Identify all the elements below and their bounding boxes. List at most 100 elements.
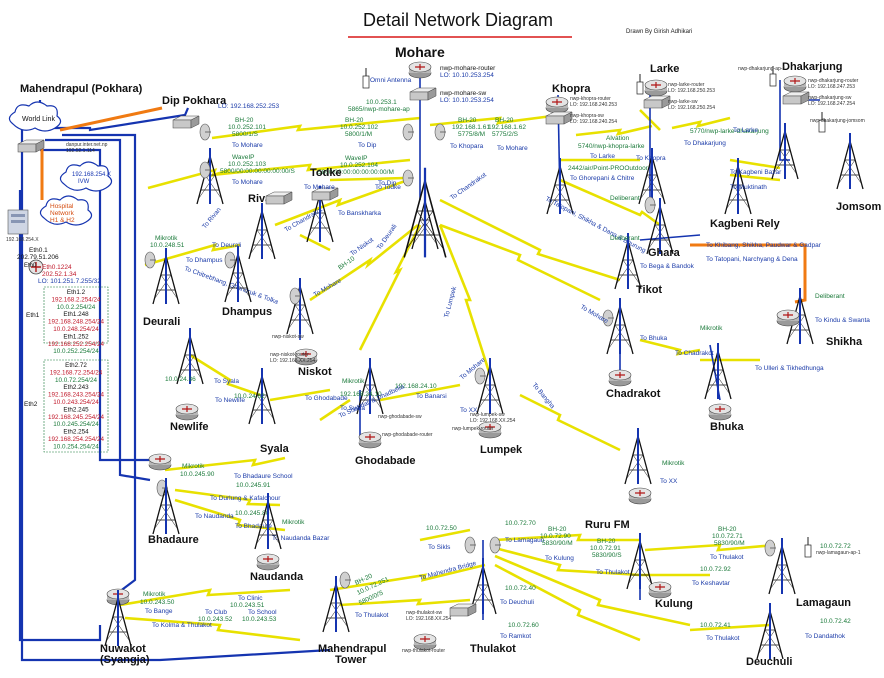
dhakarjung-router-lo: LO: 192.168.247.253 [808,84,855,90]
eth2-vlan-list: Eth2.72192.168.72.254/2410.0.72.254/24Et… [48,362,105,450]
eth0-vlan-ip: 202.52.1.34 [42,271,77,278]
eth2-list-line: 192.168.243.254/24 [48,392,105,399]
naudanda-router-icon[interactable] [256,553,280,571]
mohare-switch-icon[interactable] [409,87,437,101]
deuchuli-to-dandathok: To Dandathok [805,633,846,640]
lumpek-to-xx: To XX [460,407,478,414]
eth1-list-line: Eth1.248 [63,311,89,318]
bhadaure-ip3: 10.0.245.80 [235,510,270,517]
xx-to-xx: To XX [660,478,678,485]
ruru-to-kulung: To Kulung [545,555,574,562]
dhakarjung-switch-icon[interactable] [782,91,810,105]
diagram-title: Detail Network Diagram [363,10,553,30]
eth1-list-line: 10.0.248.254/24 [53,326,99,333]
khopra-router-lo: LO: 192.168.240.253 [570,102,617,108]
eth2-list-line: 192.168.245.254/24 [48,414,105,421]
kulung-router-icon[interactable] [648,581,672,599]
rivan-tower-icon [248,202,276,260]
xx-router-icon[interactable] [628,487,652,505]
bhadaure-title: Bhadaure [148,534,199,546]
chadrakot-router-icon[interactable] [608,369,632,387]
to-keshavtar: To Keshavtar [692,580,731,587]
eth2-list-line: 10.0.243.254/24 [53,399,99,406]
to-mahendra-bridge: To Mahendra Bridge [419,560,478,582]
shikha-dlink: Deliberant [815,293,845,300]
larke-sw-lo: LO: 192.168.250.254 [668,105,715,111]
deurali-to-dhampus: To Dhampus [186,257,223,264]
to-kagbeni-bazar: To Kagbeni Bazar [730,169,782,176]
niskot-title: Niskot [298,366,332,378]
lamagaun-ip72: 10.0.72.72 [820,543,851,550]
mohare-router-icon[interactable] [408,61,432,79]
tikot-to-bega: To Bega & Bandok [640,263,695,270]
dip-bh-label: BH-20 [235,117,254,124]
khopra-title: Khopra [552,83,591,95]
chadrakot-title: Chadrakot [606,388,661,400]
mohare-freq-a: 5800/1/M [345,131,372,138]
dip-pokhara-dish-1 [199,123,212,141]
mohare-router-lo: LO: 10.10.253.254 [440,72,494,79]
mohare-ip-b: 192.168.1.61 [452,124,490,131]
ruru-f91: 5830/90/S [592,552,622,559]
tikot-deliberant: Deliberant [610,235,640,242]
bhuka-title: Bhuka [710,421,745,433]
eth1-list-line: 192.168.252.254/24 [48,341,105,348]
eth1-list-line: 10.0.252.254/24 [53,348,99,355]
khopra-bh: BH-20 [495,117,514,124]
ruru-ip70: 10.0.72.70 [505,520,536,527]
larke-to-khopra: To Khopra [636,155,666,162]
kulung-title: Kulung [655,598,693,610]
larke-switch-icon[interactable] [643,95,671,109]
dip-pokhara-tower-icon [196,147,224,205]
ghodabade-router-icon[interactable] [358,431,382,449]
core-router-icon[interactable] [17,139,45,153]
rivan-switch-icon[interactable] [265,191,293,205]
dhakarjung-sw-name: nwp-dhakarjung-sw [808,95,852,101]
niskot-tower-icon [286,277,314,335]
lumpek-title: Lumpek [480,444,523,456]
khopra-switch-icon[interactable] [545,111,573,125]
shikha-router-icon[interactable] [776,309,800,327]
ruru-bh-91: BH-20 [597,538,616,545]
newlife-ip: 10.0.24.36 [165,376,196,383]
khopra-router-icon[interactable] [545,96,569,114]
niskot-router-lo: LO: 192.168.XX.254 [270,358,316,364]
bhuka-router-icon[interactable] [708,403,732,421]
mohare-title: Mohare [395,44,445,60]
khopra-sw-lo: LO: 192.168.240.254 [570,119,617,125]
deurali-dish [144,251,157,269]
mohare-ip-a: 10.0.252.102 [340,124,378,131]
thulakot-router: nwp-thulakot-router [402,648,445,654]
newlife-router-icon[interactable] [175,403,199,421]
dip-pokhara-switch-icon[interactable] [172,115,200,129]
thulakot-switch-icon[interactable] [449,603,477,617]
khopra-alv: 5740/nwp-khopra-larke [578,143,645,150]
bhadaure-router-icon[interactable] [148,453,172,471]
ruru-fm-title: Ruru FM [585,519,630,531]
dhakarjung-sw-lo: LO: 192.168.247.254 [808,101,855,107]
eth2-port: Eth2 [24,401,38,408]
bhadaure-mikrotik: Mikrotik [182,463,205,470]
larke-router-icon[interactable] [644,79,668,97]
nuwakot-to-bange: To Bange [145,608,173,615]
deuchuli-to-thulakot: To Thulakot [706,635,740,642]
nuwakot-ip: 10.0.243.50 [140,599,175,606]
dip-pokhara-lo: LO: 192.168.252.253 [218,103,279,110]
ruru-ip90: 10.0.72.90 [540,533,571,540]
chadrakot-to-bhuka: To Bhuka [640,335,667,342]
to-tatopani: To Tatopani, Narchyang & Dena [706,256,798,263]
lumpek-router: nwp-lumpek-router [452,426,494,432]
dip-wave-freq: 5800/00:00:00:00:00:00/S [220,168,295,175]
shikha-to-kindu: To Kindu & Swanta [815,317,870,324]
eth0-label: Eth0.1 [29,247,48,254]
mohare-to-khopara: To Khopara [450,143,484,150]
bhadaure-ip: 10.0.245.90 [180,471,215,478]
ghara-title: Ghara [648,247,681,259]
larke-sw-name: nwp-larke-sw [668,99,698,105]
main-router-icon[interactable] [28,259,44,275]
dhakarjung-router-icon[interactable] [783,75,807,93]
